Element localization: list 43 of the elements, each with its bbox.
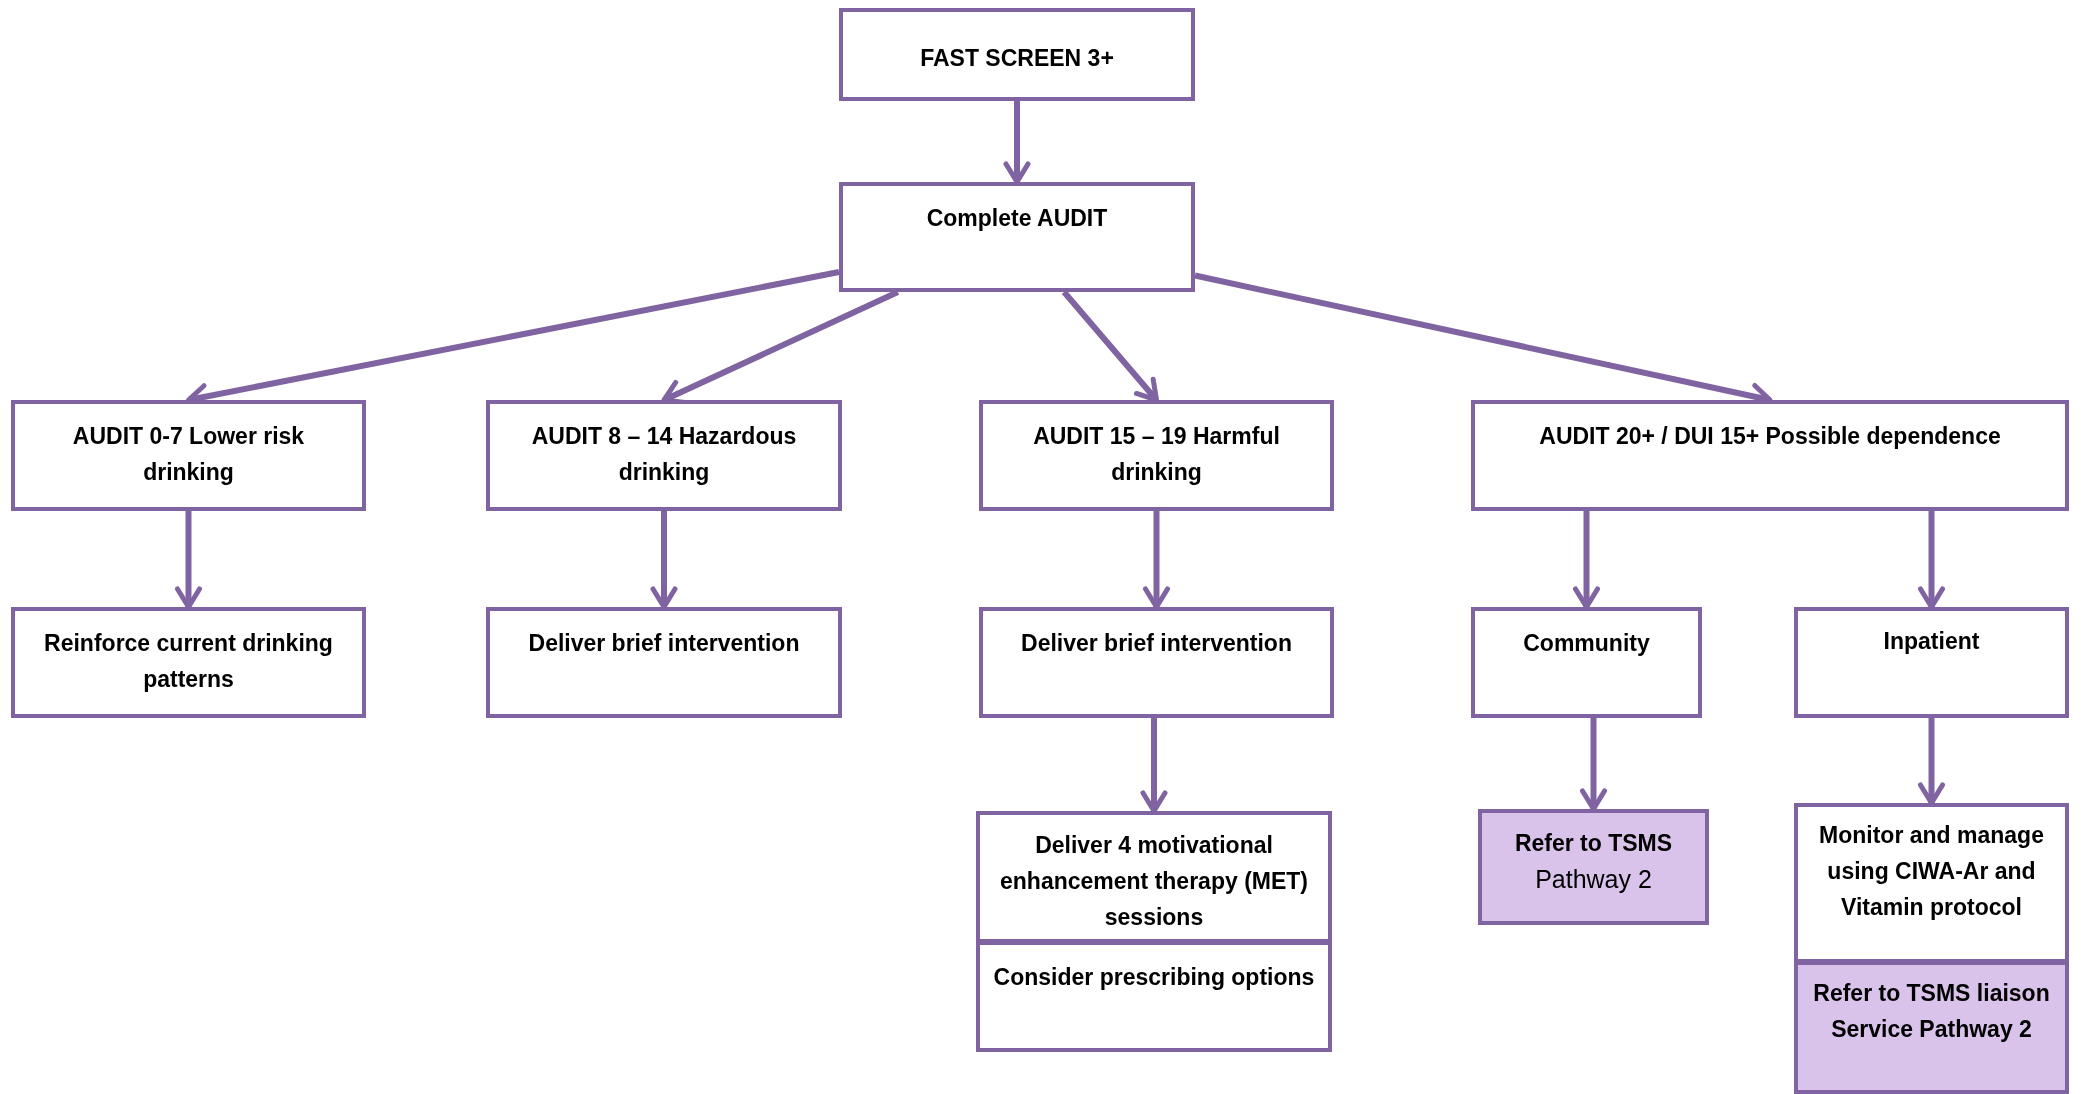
box-text: AUDIT 8 – 14 Hazardous drinking xyxy=(530,422,798,487)
box-text: Community xyxy=(1523,629,1650,658)
box-text: Deliver 4 motivational enhancement therapy (MET) sessions xyxy=(999,831,1309,932)
box-text: Refer to TSMS xyxy=(1514,829,1673,858)
box-text: Refer to TSMS liaison Service Pathway 2 xyxy=(1812,979,2051,1044)
process-box xyxy=(1794,607,2069,718)
box-text: Complete AUDIT xyxy=(926,204,1108,233)
process-box xyxy=(1471,607,1702,718)
box-text: AUDIT 20+ / DUI 15+ Possible dependence xyxy=(1539,422,2001,451)
box-text: Monitor and manage using CIWA-Ar and Vitamin protocol xyxy=(1818,821,2045,922)
box-text: Consider prescribing options xyxy=(993,963,1315,992)
arrow xyxy=(1580,718,1607,812)
box-text: Inpatient xyxy=(1883,627,1980,656)
arrow xyxy=(1918,511,1945,610)
process-box xyxy=(11,607,366,718)
process-box xyxy=(839,8,1195,101)
process-box xyxy=(979,400,1334,511)
box-text: Pathway 2 xyxy=(1535,864,1652,895)
process-box xyxy=(976,811,1332,943)
box-text: Deliver brief intervention xyxy=(1021,629,1292,658)
process-box xyxy=(1794,961,2069,1094)
arrow xyxy=(1140,718,1168,814)
process-box xyxy=(979,607,1334,718)
process-box xyxy=(11,400,366,511)
box-text: FAST SCREEN 3+ xyxy=(920,44,1114,73)
box-text: Deliver brief intervention xyxy=(528,629,800,658)
arrow xyxy=(650,511,678,610)
process-box xyxy=(1478,809,1709,925)
arrow xyxy=(1143,511,1170,610)
process-box xyxy=(976,941,1332,1052)
process-box xyxy=(1794,803,2069,963)
arrow xyxy=(1061,290,1159,403)
process-box xyxy=(486,607,842,718)
arrow xyxy=(1573,511,1600,610)
arrow xyxy=(1918,718,1945,806)
arrow xyxy=(1003,101,1031,185)
box-text: Reinforce current drinking patterns xyxy=(43,629,334,694)
process-box xyxy=(486,400,842,511)
process-box xyxy=(1471,400,2069,511)
arrow xyxy=(175,511,202,610)
box-text: AUDIT 0-7 Lower risk drinking xyxy=(71,422,306,487)
box-text: AUDIT 15 – 19 Harmful drinking xyxy=(1032,422,1281,487)
process-box xyxy=(839,182,1195,292)
